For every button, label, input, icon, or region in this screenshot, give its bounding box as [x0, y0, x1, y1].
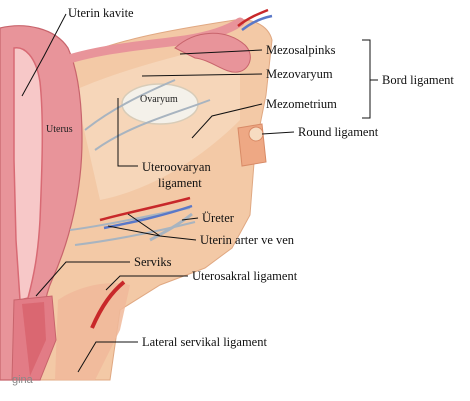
- label-bord-ligament: Bord ligament: [382, 73, 454, 87]
- label-uterin-arter-ven: Uterin arter ve ven: [200, 233, 294, 247]
- label-uterin-kavite: Uterin kavite: [68, 6, 134, 20]
- label-uterosakral-ligament: Uterosakral ligament: [192, 269, 297, 283]
- lateral-tissue: [55, 283, 130, 380]
- leader-round-ligament: [262, 132, 294, 134]
- label-round-ligament: Round ligament: [298, 125, 378, 139]
- label-mezovaryum: Mezovaryum: [266, 67, 333, 81]
- label-lateral-servikal-ligament: Lateral servikal ligament: [142, 335, 267, 349]
- label-ovaryum: Ovaryum: [140, 94, 178, 106]
- label-uteroovaryan-2: ligament: [158, 176, 202, 190]
- label-mezosalpinks: Mezosalpinks: [266, 43, 335, 57]
- label-ureter: Üreter: [202, 211, 234, 225]
- bracket-bord: [362, 40, 378, 118]
- label-serviks: Serviks: [134, 255, 172, 269]
- label-uterus: Uterus: [46, 124, 73, 136]
- label-mezometrium: Mezometrium: [266, 97, 337, 111]
- round-ligament-end: [249, 127, 263, 141]
- label-uteroovaryan-1: Uteroovaryan: [142, 160, 211, 174]
- watermark: gina: [12, 374, 33, 386]
